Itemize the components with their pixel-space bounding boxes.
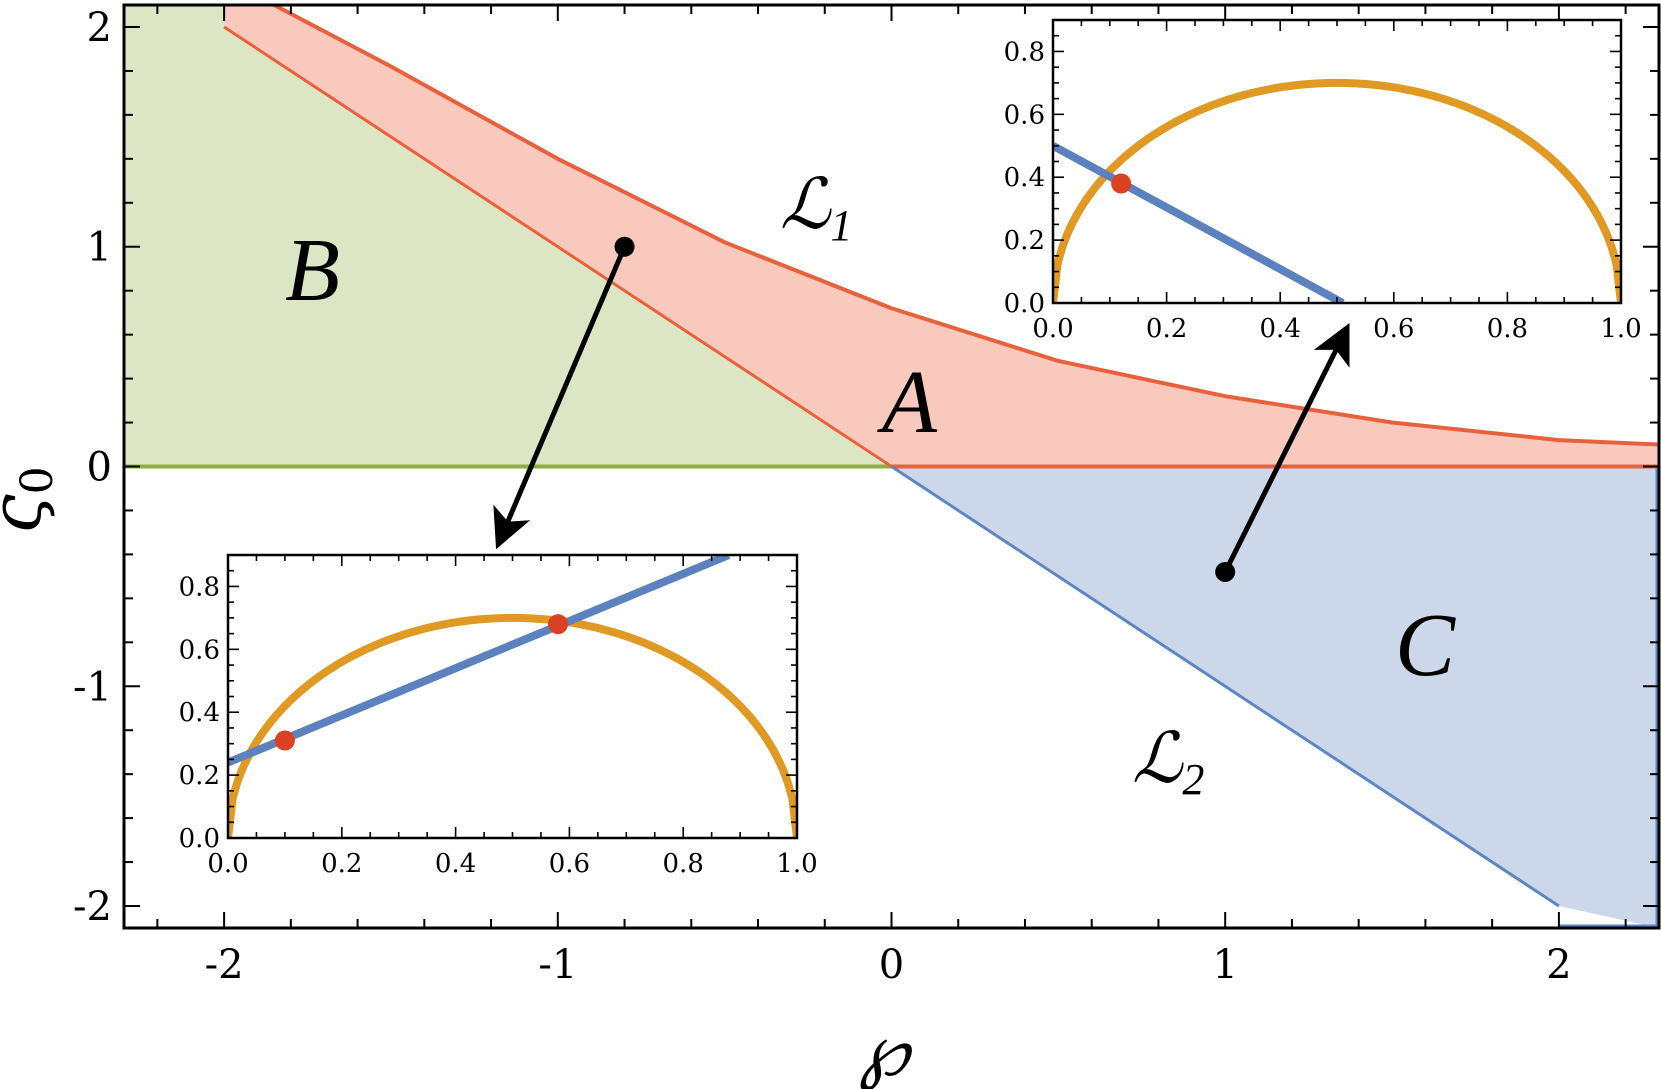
- inset-intersection-point: [548, 614, 569, 635]
- inset-x-tick-label: 0.4: [1260, 314, 1301, 344]
- y-tick-label: 2: [87, 5, 112, 51]
- region-c-label: C: [1395, 596, 1456, 695]
- y-tick-label: 1: [87, 225, 112, 271]
- inset-y-tick-label: 0.4: [1004, 163, 1045, 193]
- y-tick-label: -2: [73, 884, 112, 930]
- inset-x-tick-label: 0.6: [1373, 314, 1414, 344]
- inset-line: [228, 555, 731, 767]
- inset-x-tick-label: 1.0: [776, 849, 817, 879]
- x-tick-label: -1: [538, 942, 577, 988]
- curve-l2-label: ℒ2: [1132, 721, 1204, 804]
- pointer-dot-left: [614, 236, 635, 257]
- pointer-dot-right: [1215, 561, 1236, 582]
- pointer-arrow-left: [493, 245, 627, 550]
- inset-x-tick-label: 0.8: [1487, 314, 1528, 344]
- region-b-label: B: [285, 221, 340, 320]
- curve-l1-label: ℒ1: [780, 167, 852, 250]
- inset-plot-area: [228, 555, 797, 838]
- inset-left: 0.0 0.2 0.4 0.6 0.8 1.0 0.0 0.2 0.4 0.6 0.8: [179, 553, 818, 879]
- inset-x-tick-label: 0.8: [663, 849, 704, 879]
- region-b: [124, 5, 892, 467]
- inset-intersection-point: [1111, 173, 1132, 194]
- region-a-lower-boundary: [223, 25, 893, 468]
- region-a-label: A: [877, 353, 938, 452]
- inset-background: [1053, 20, 1621, 303]
- inset-semicircle: [228, 613, 797, 838]
- inset-y-tick-label: 0.8: [1004, 37, 1045, 67]
- x-tick-label: 2: [1546, 942, 1571, 988]
- inset-x-tick-label: 0.2: [1146, 314, 1187, 344]
- inset-y-tick-label: 0.6: [179, 635, 220, 665]
- x-tick-label: 1: [1212, 942, 1237, 988]
- inset-y-tick-label: 0.0: [179, 824, 220, 854]
- x-tick-label: 0: [879, 942, 904, 988]
- inset-y-tick-label: 0.2: [179, 761, 220, 791]
- pointer-arrow-right: [1222, 323, 1350, 574]
- curve-l2: [890, 465, 1560, 908]
- inset-intersection-point: [274, 730, 295, 751]
- inset-y-tick-label: 0.4: [179, 698, 220, 728]
- y-axis-label: ς0: [0, 466, 63, 533]
- x-axis-label: ℘: [859, 1008, 913, 1089]
- inset-x-tick-label: 0.0: [1032, 314, 1073, 344]
- inset-x-tick-label: 0.2: [321, 849, 362, 879]
- y-tick-label: -1: [73, 664, 112, 710]
- inset-background: [228, 555, 797, 838]
- x-tick-label: -2: [205, 942, 244, 988]
- inset-x-tick-label: 0.6: [549, 849, 590, 879]
- inset-right: 0.0 0.2 0.4 0.6 0.8 1.0 0.0 0.2 0.4 0.6 0.8: [1004, 18, 1642, 344]
- y-tick-label: 0: [87, 445, 112, 491]
- inset-x-tick-label: 1.0: [1600, 314, 1641, 344]
- inset-semicircle: [1053, 78, 1621, 303]
- inset-y-tick-label: 0.8: [179, 572, 220, 602]
- inset-x-tick-label: 0.0: [207, 849, 248, 879]
- inset-line: [1053, 142, 1345, 303]
- inset-y-tick-label: 0.2: [1004, 226, 1045, 256]
- region-c: [891, 466, 1659, 928]
- region-a: [224, 5, 1660, 467]
- inset-x-tick-label: 0.4: [435, 849, 476, 879]
- inset-plot-area: [1053, 78, 1621, 303]
- inset-y-tick-label: 0.0: [1004, 289, 1045, 319]
- inset-y-tick-label: 0.6: [1004, 100, 1045, 130]
- curve-l1: [273, 3, 1660, 447]
